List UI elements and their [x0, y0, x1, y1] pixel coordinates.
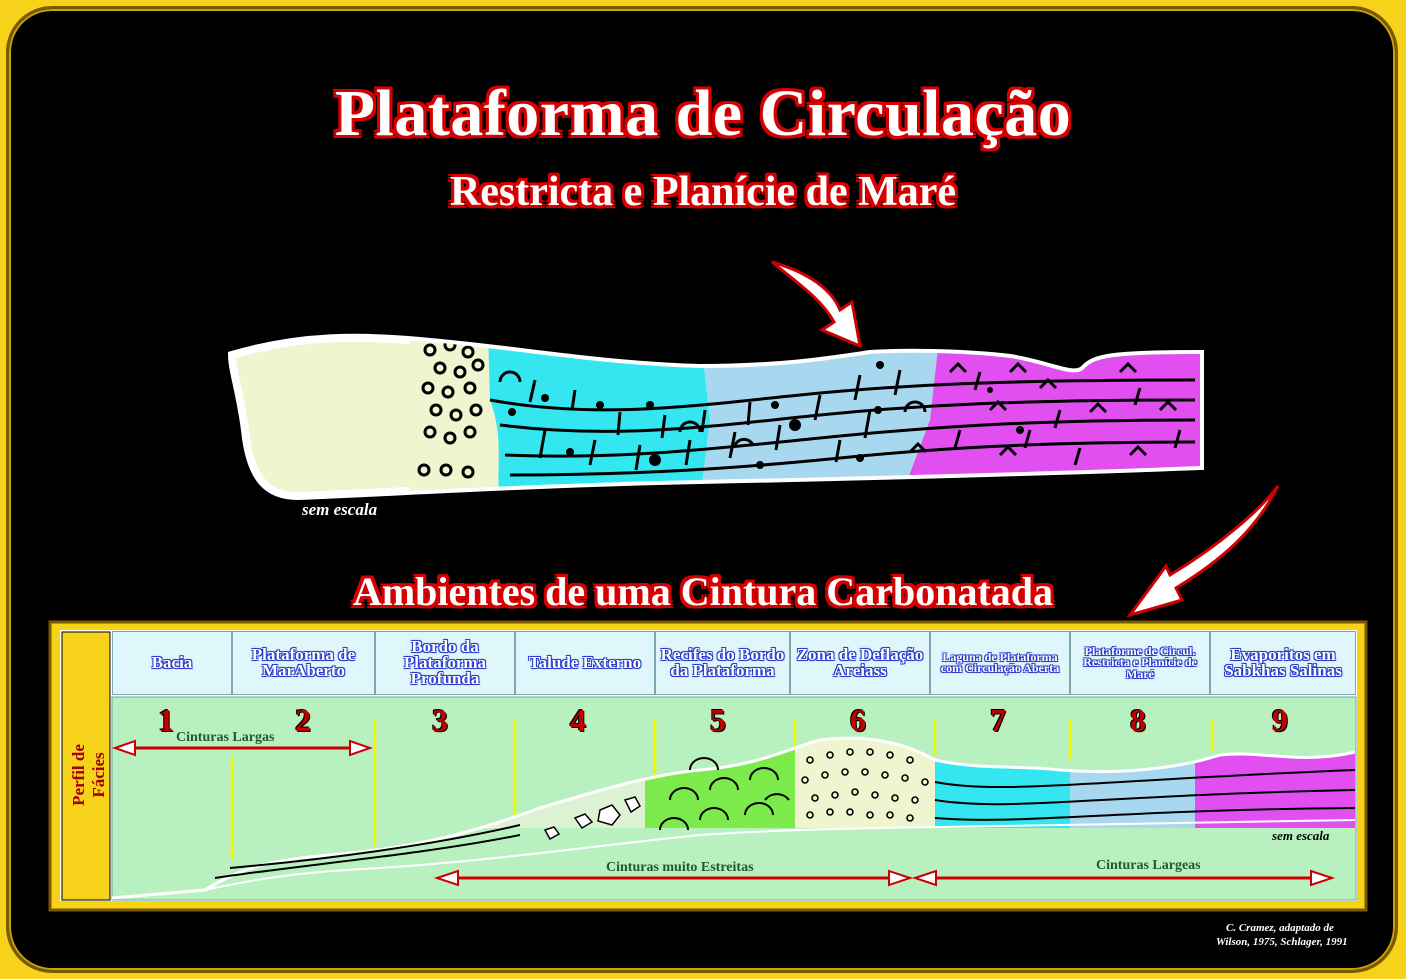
side-label: Perfil de Fácies	[69, 744, 108, 806]
facies-number-2: 2	[295, 702, 311, 738]
belt-label-middle: Cinturas muito Estreitas	[606, 860, 754, 875]
facies-header-1: Bacia	[112, 631, 232, 695]
facies-header-9: Evaporitos em Sabkhas Salinas	[1210, 631, 1356, 695]
facies-header-5: Recifes do Bordo da Plataforma	[655, 631, 790, 695]
scale-note-bottom: sem escala	[1272, 828, 1330, 843]
main-title: Plataforma de Circulação	[334, 77, 1072, 150]
facies-header-8: Plataforme de Circul. Restricta e Planíc…	[1070, 631, 1210, 695]
facies-header-7: Laguna de Plataforma com Circulação Aber…	[930, 631, 1070, 695]
facies-number-4: 4	[570, 702, 586, 738]
credit-line-1: C. Cramez, adaptado de	[1226, 922, 1334, 934]
facies-number-8: 8	[1130, 702, 1146, 738]
facies-number-5: 5	[710, 702, 726, 738]
facies-header-3: Bordo da Plataforma Profunda	[375, 631, 515, 695]
facies-header-2: Plataforma de MarAberto	[232, 631, 375, 695]
belt-label-right: Cinturas Largeas	[1096, 858, 1201, 873]
top-block-diagram	[227, 333, 1204, 501]
facies-number-9: 9	[1272, 702, 1288, 738]
belt-label-left: Cinturas Largas	[176, 730, 275, 745]
facies-number-3: 3	[432, 702, 448, 738]
section-title: Ambientes de uma Cintura Carbonatada	[352, 569, 1054, 614]
credit-line-2: Wilson, 1975, Schlager, 1991	[1216, 936, 1348, 948]
facies-number-1: 1	[158, 702, 174, 738]
scale-note-top: sem escala	[302, 500, 378, 519]
facies-number-7: 7	[990, 702, 1006, 738]
arrow-bottom	[1126, 485, 1280, 618]
sub-title: Restricta e Planície de Maré	[449, 169, 957, 215]
arrow-top	[771, 260, 862, 349]
facies-header-6: Zona de Deflação Areiass	[790, 631, 930, 695]
facies-header-4: Talude Externo	[515, 631, 655, 695]
facies-number-6: 6	[850, 702, 866, 738]
